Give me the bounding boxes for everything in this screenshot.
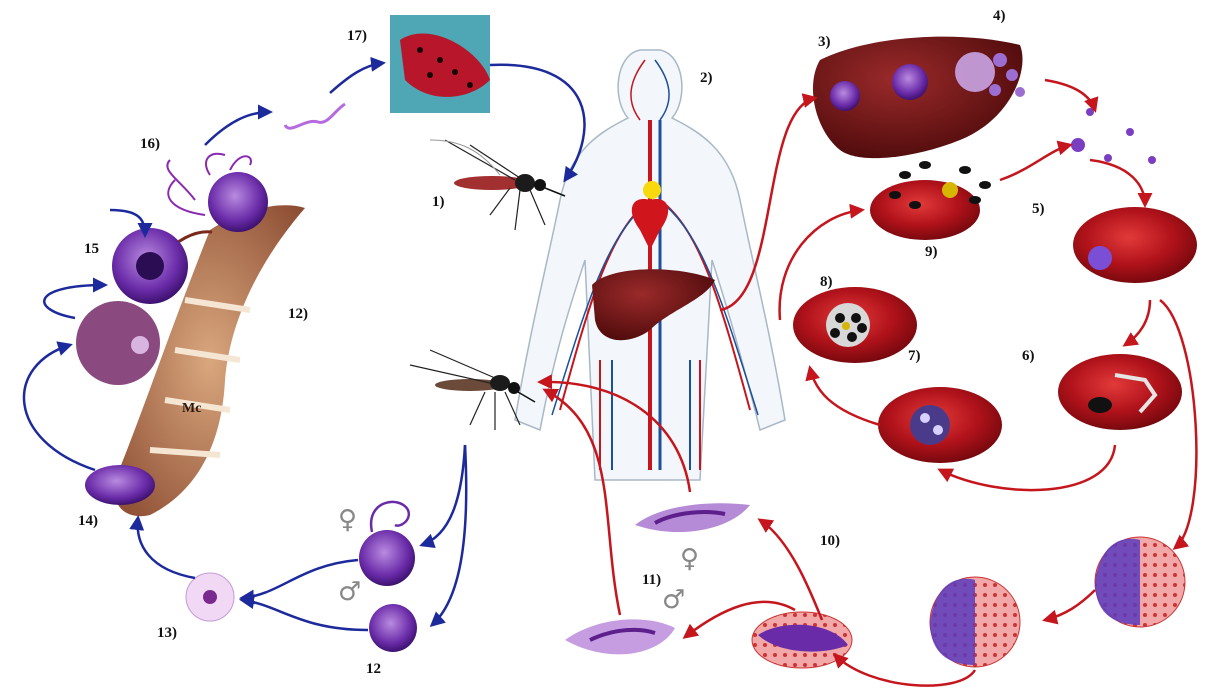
mosquito-upper [430,140,565,230]
label-17: 17) [347,28,367,44]
label-9: 9) [925,244,938,260]
label-8: 8) [820,274,833,290]
rbc-ruptured-9 [870,161,991,240]
liver-schizont-rupturing [955,52,995,92]
salivary-gland [390,15,490,113]
arrow-rupture-to-merozoites [1000,145,1070,180]
label-11: 11) [642,572,661,588]
label-15: 15 [84,241,99,257]
label-12-bottom: 12 [366,661,381,677]
label-16: 16) [140,136,160,152]
liver-stage [813,37,1025,159]
sporozoite [285,104,345,128]
arrow-sporozoite-to-gland [330,63,383,93]
label-4: 4) [993,8,1006,24]
gut-wall-label: Mc [182,401,201,416]
liver-schizont-early [830,81,860,111]
rbc-trophozoite-6 [1058,354,1182,430]
male-gametocyte [565,619,675,654]
label-5: 5) [1032,201,1045,217]
heart-highlight [643,181,661,199]
label-13: 13) [157,625,177,641]
mosquito-lower [410,350,535,430]
label-1: 1) [432,194,445,210]
arrow-gametocyte-early-to-mid [1045,590,1095,620]
female-gametocyte [635,503,750,532]
free-merozoites [1071,108,1156,164]
zygote [186,573,234,621]
rbc-schizont-7 [878,387,1002,463]
arrow-ring-to-trophozoite [1125,300,1150,345]
liver-schizont-mature [892,64,928,100]
male-symbol-left: ♂ [338,577,361,607]
arrow-gland-to-mosquito [490,65,584,180]
microgamete [369,604,417,652]
label-3: 3) [818,34,831,50]
gametocyte-rbc-early [1095,537,1185,627]
label-10: 10) [820,533,840,549]
arrow-late-to-female [760,520,822,620]
female-symbol-right: ♀ [680,544,699,574]
arrow-merozoite-to-ring [1090,160,1145,205]
arrow-schizont-to-mature [810,368,880,425]
female-symbol-left: ♀ [338,505,357,535]
oocyst-rupturing [167,154,268,232]
gametocyte-rbc-mid [930,577,1020,667]
gametocyte-rbc-late-10 [752,612,852,668]
label-7: 7) [908,348,921,364]
label-12-top: 12) [288,306,308,322]
arrow-ring-to-gametocyte [1160,300,1196,548]
oocyst-early [76,301,160,385]
label-2: 2) [700,70,713,86]
arrow-oocyst-to-sporozoite [205,112,270,145]
rbc-ring-stage [1073,207,1197,283]
arrow-liver-to-merozoites [1045,80,1095,110]
oocyst-mature [112,228,188,304]
male-symbol-right: ♂ [662,585,685,615]
label-6: 6) [1022,348,1035,364]
arrow-zygote-to-ookinete [138,518,195,578]
ookinete [85,465,155,505]
label-14: 14) [78,513,98,529]
rbc-mature-schizont-8 [793,287,917,363]
macrogamete [359,502,415,586]
arrow-mosquito-to-macrogamete [422,445,465,545]
